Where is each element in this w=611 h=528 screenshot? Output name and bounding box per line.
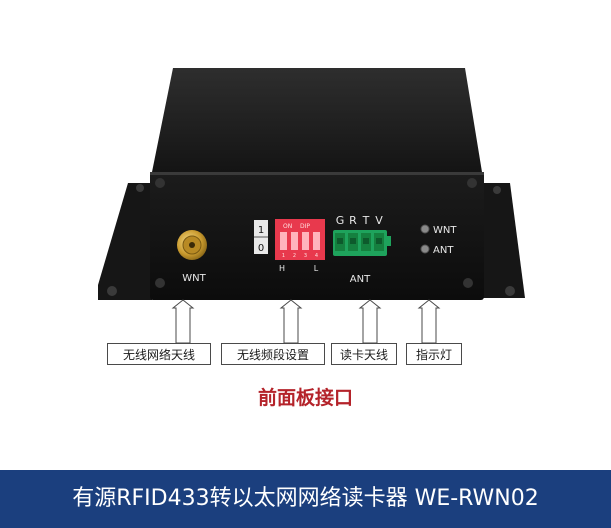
- screw-icon: [463, 278, 473, 288]
- power-switch: 1 0: [254, 220, 268, 254]
- led-indicator-icon: [420, 244, 430, 254]
- dip-toggle: [313, 232, 320, 250]
- switch-label-bottom: 0: [258, 243, 264, 254]
- ant-terminal-label: ANT: [350, 274, 371, 285]
- callout-reader-antenna: 读卡天线: [331, 343, 397, 365]
- terminal-pin-label: T: [362, 214, 370, 227]
- arrow-up-icon: [358, 299, 382, 344]
- dip-h-label: H: [279, 264, 285, 273]
- dip-number: 2: [293, 253, 296, 259]
- dip-number: 3: [304, 253, 307, 259]
- antenna-connector-icon: [177, 230, 207, 260]
- dip-l-label: L: [314, 264, 319, 273]
- dip-toggle: [280, 232, 287, 250]
- dip-number: 4: [315, 253, 318, 259]
- callout-arrows: [171, 299, 441, 344]
- terminal-pin-label: R: [349, 214, 357, 227]
- mounting-flange-right: [483, 183, 525, 298]
- dip-switch: ON DIP 1 2 3 4: [275, 219, 325, 260]
- led2-label: ANT: [433, 245, 454, 256]
- arrow-up-icon: [171, 299, 195, 344]
- dip-toggle: [291, 232, 298, 250]
- screw-icon: [155, 178, 165, 188]
- led-indicator-icon: [420, 224, 430, 234]
- terminal-pin-label: V: [375, 214, 383, 227]
- terminal-pin-label: G: [336, 214, 345, 227]
- screw-icon: [155, 278, 165, 288]
- antenna-label: WNT: [182, 273, 206, 284]
- screw-icon: [467, 178, 477, 188]
- terminal-block: [333, 230, 391, 256]
- dip-number: 1: [282, 253, 285, 259]
- dip-toggle: [302, 232, 309, 250]
- enclosure-top: [152, 68, 482, 172]
- switch-label-top: 1: [258, 225, 264, 236]
- callout-antenna: 无线网络天线: [107, 343, 211, 365]
- mounting-flange-left: [98, 183, 152, 300]
- callout-indicator: 指示灯: [406, 343, 462, 365]
- arrow-up-icon: [279, 299, 303, 344]
- device-illustration: WNT 1 0 ON DIP 1 2 3 4 H L G R T V: [98, 68, 525, 344]
- arrow-up-icon: [417, 299, 441, 344]
- led1-label: WNT: [433, 225, 457, 236]
- dip-text-label: DIP: [300, 223, 310, 230]
- callout-frequency: 无线频段设置: [221, 343, 325, 365]
- panel-title: 前面板接口: [257, 387, 353, 409]
- footer-banner: 有源RFID433转以太网网络读卡器 WE-RWN02: [0, 470, 611, 528]
- dip-on-label: ON: [283, 223, 292, 230]
